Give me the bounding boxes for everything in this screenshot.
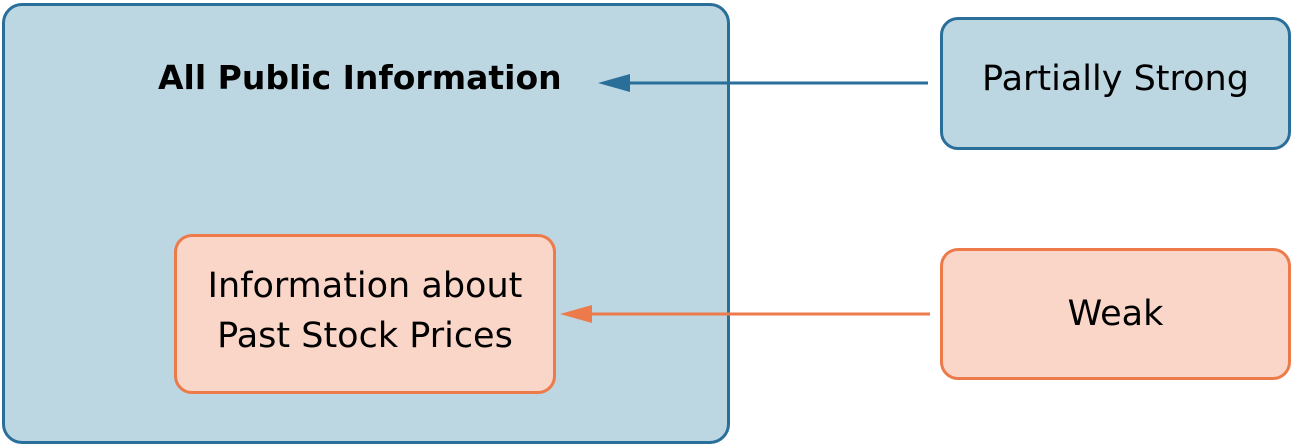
weak-label: Weak: [1067, 294, 1164, 334]
all-public-information-title: All Public Information: [158, 58, 562, 97]
partially-strong-label: Partially Strong: [982, 58, 1249, 99]
weak-box: Weak: [940, 248, 1291, 380]
past-stock-prices-label-line2: Past Stock Prices: [217, 316, 513, 356]
past-stock-prices-box: Information about Past Stock Prices: [174, 234, 556, 394]
past-stock-prices-label: Information about Past Stock Prices: [208, 261, 523, 361]
partially-strong-box: Partially Strong: [940, 17, 1291, 150]
past-stock-prices-label-line1: Information about: [207, 266, 523, 306]
